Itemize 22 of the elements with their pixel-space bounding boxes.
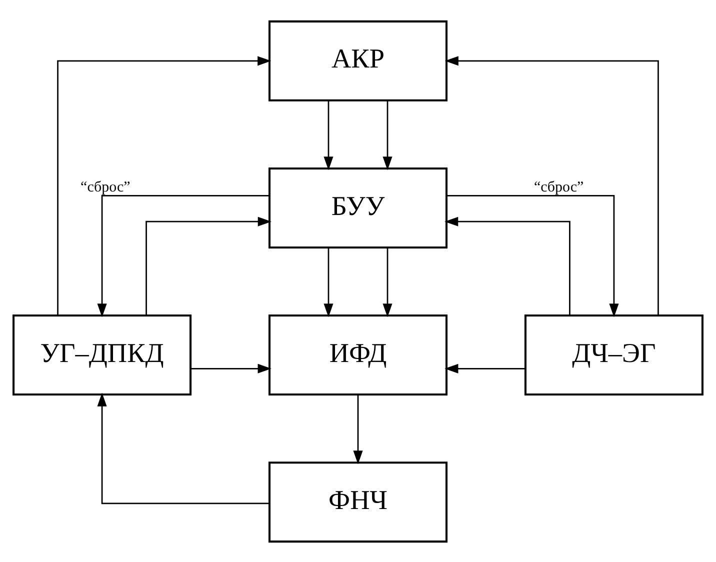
arrow <box>324 100 334 170</box>
arrow <box>57 56 272 315</box>
node-box: ДЧ–ЭГ <box>524 314 704 396</box>
arrow <box>353 394 363 464</box>
arrow <box>446 194 619 317</box>
node-box: УГ–ДПКД <box>12 314 192 396</box>
edge-label: “сброс” <box>80 178 130 195</box>
node-box: БУУ <box>268 166 448 248</box>
arrow <box>97 194 270 317</box>
arrow <box>444 363 526 373</box>
arrow <box>382 100 392 170</box>
node-box: ИФД <box>268 314 448 396</box>
arrow <box>190 363 272 373</box>
edge-label: “сброс” <box>534 178 584 195</box>
arrow <box>444 216 570 315</box>
arrow <box>146 216 272 315</box>
arrow <box>324 247 334 317</box>
arrow <box>382 247 392 317</box>
arrow <box>97 392 270 504</box>
arrow <box>444 56 659 315</box>
node-box: АКР <box>268 20 448 101</box>
node-box: ФНЧ <box>268 461 448 542</box>
